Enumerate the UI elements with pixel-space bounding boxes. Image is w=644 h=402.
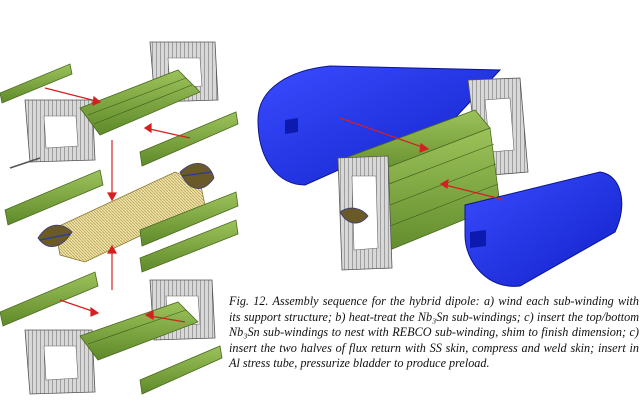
green-plate-loose <box>0 63 73 104</box>
assembly-arrows-left <box>44 87 191 323</box>
figure-label: Fig. 12. <box>229 294 269 308</box>
green-plate-top-right <box>139 111 239 167</box>
coil-end-right-front <box>337 155 393 271</box>
figure-caption-text: Assembly sequence for the hybrid dipole:… <box>229 294 639 371</box>
green-plate-bottom-right <box>139 345 223 395</box>
green-plate-right-upper <box>139 191 239 247</box>
figure-caption: Fig. 12. Assembly sequence for the hybri… <box>229 294 639 372</box>
green-plate-right-lower <box>139 219 239 273</box>
green-plate-mid-left <box>4 169 104 226</box>
rebco-subwinding <box>37 163 215 263</box>
assembly-arrows-right <box>339 117 506 201</box>
flux-return-upper <box>257 65 502 186</box>
flux-return-lower <box>464 171 623 287</box>
green-plate-lower-left <box>0 271 99 327</box>
top-subwinding <box>9 41 219 169</box>
bottom-subwinding <box>24 279 216 395</box>
